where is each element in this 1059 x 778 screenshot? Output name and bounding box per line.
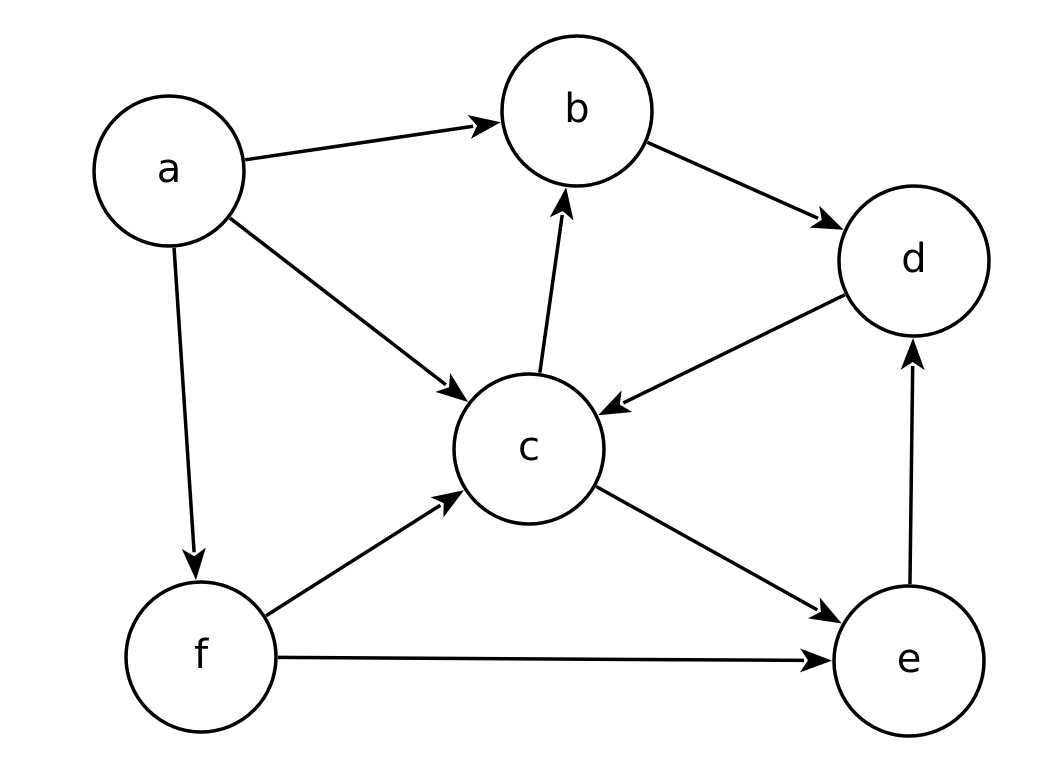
arrowhead-icon: [807, 597, 842, 624]
edge-c-to-b: [538, 187, 574, 374]
node-b: b: [500, 34, 654, 188]
edge-line: [622, 293, 846, 405]
node-circle: [124, 580, 278, 734]
node-e: e: [832, 584, 986, 738]
edge-f-to-c: [265, 490, 464, 618]
arrowhead-icon: [549, 187, 574, 221]
node-label: b: [564, 86, 589, 132]
edge-e-to-d: [900, 337, 925, 585]
edge-c-to-e: [595, 484, 842, 624]
arrowhead-icon: [467, 114, 501, 139]
edge-a-to-f: [172, 247, 206, 581]
arrowhead-icon: [430, 490, 464, 518]
edge-line: [277, 655, 805, 663]
edge-a-to-b: [244, 114, 501, 162]
node-label: c: [518, 424, 540, 470]
edge-line: [538, 214, 564, 374]
node-c: c: [452, 372, 606, 526]
arrowhead-icon: [809, 205, 844, 230]
arrowhead-icon: [799, 648, 833, 673]
nodes-layer: a b c d e f: [92, 34, 991, 738]
edge-line: [595, 484, 819, 612]
arrowhead-icon: [435, 372, 469, 402]
edge-line: [228, 216, 447, 387]
edge-a-to-c: [228, 216, 469, 402]
node-circle: [500, 34, 654, 188]
edge-line: [908, 365, 915, 585]
node-label: a: [157, 146, 182, 192]
edge-b-to-d: [646, 140, 844, 230]
edge-line: [265, 503, 442, 618]
node-label: d: [901, 236, 926, 282]
node-label: e: [897, 636, 922, 682]
arrowhead-icon: [598, 390, 633, 416]
edge-d-to-c: [598, 293, 846, 416]
edge-line: [244, 124, 474, 162]
node-f: f: [124, 580, 278, 734]
node-circle: [452, 372, 606, 526]
node-circle: [92, 94, 246, 248]
edges-layer: [172, 114, 925, 673]
arrowhead-icon: [181, 547, 206, 581]
edge-line: [646, 140, 819, 220]
node-circle: [837, 184, 991, 338]
node-label: f: [194, 632, 209, 678]
arrowhead-icon: [900, 337, 925, 371]
node-d: d: [837, 184, 991, 338]
edge-line: [172, 247, 196, 553]
node-a: a: [92, 94, 246, 248]
edge-f-to-e: [277, 648, 833, 673]
node-circle: [832, 584, 986, 738]
